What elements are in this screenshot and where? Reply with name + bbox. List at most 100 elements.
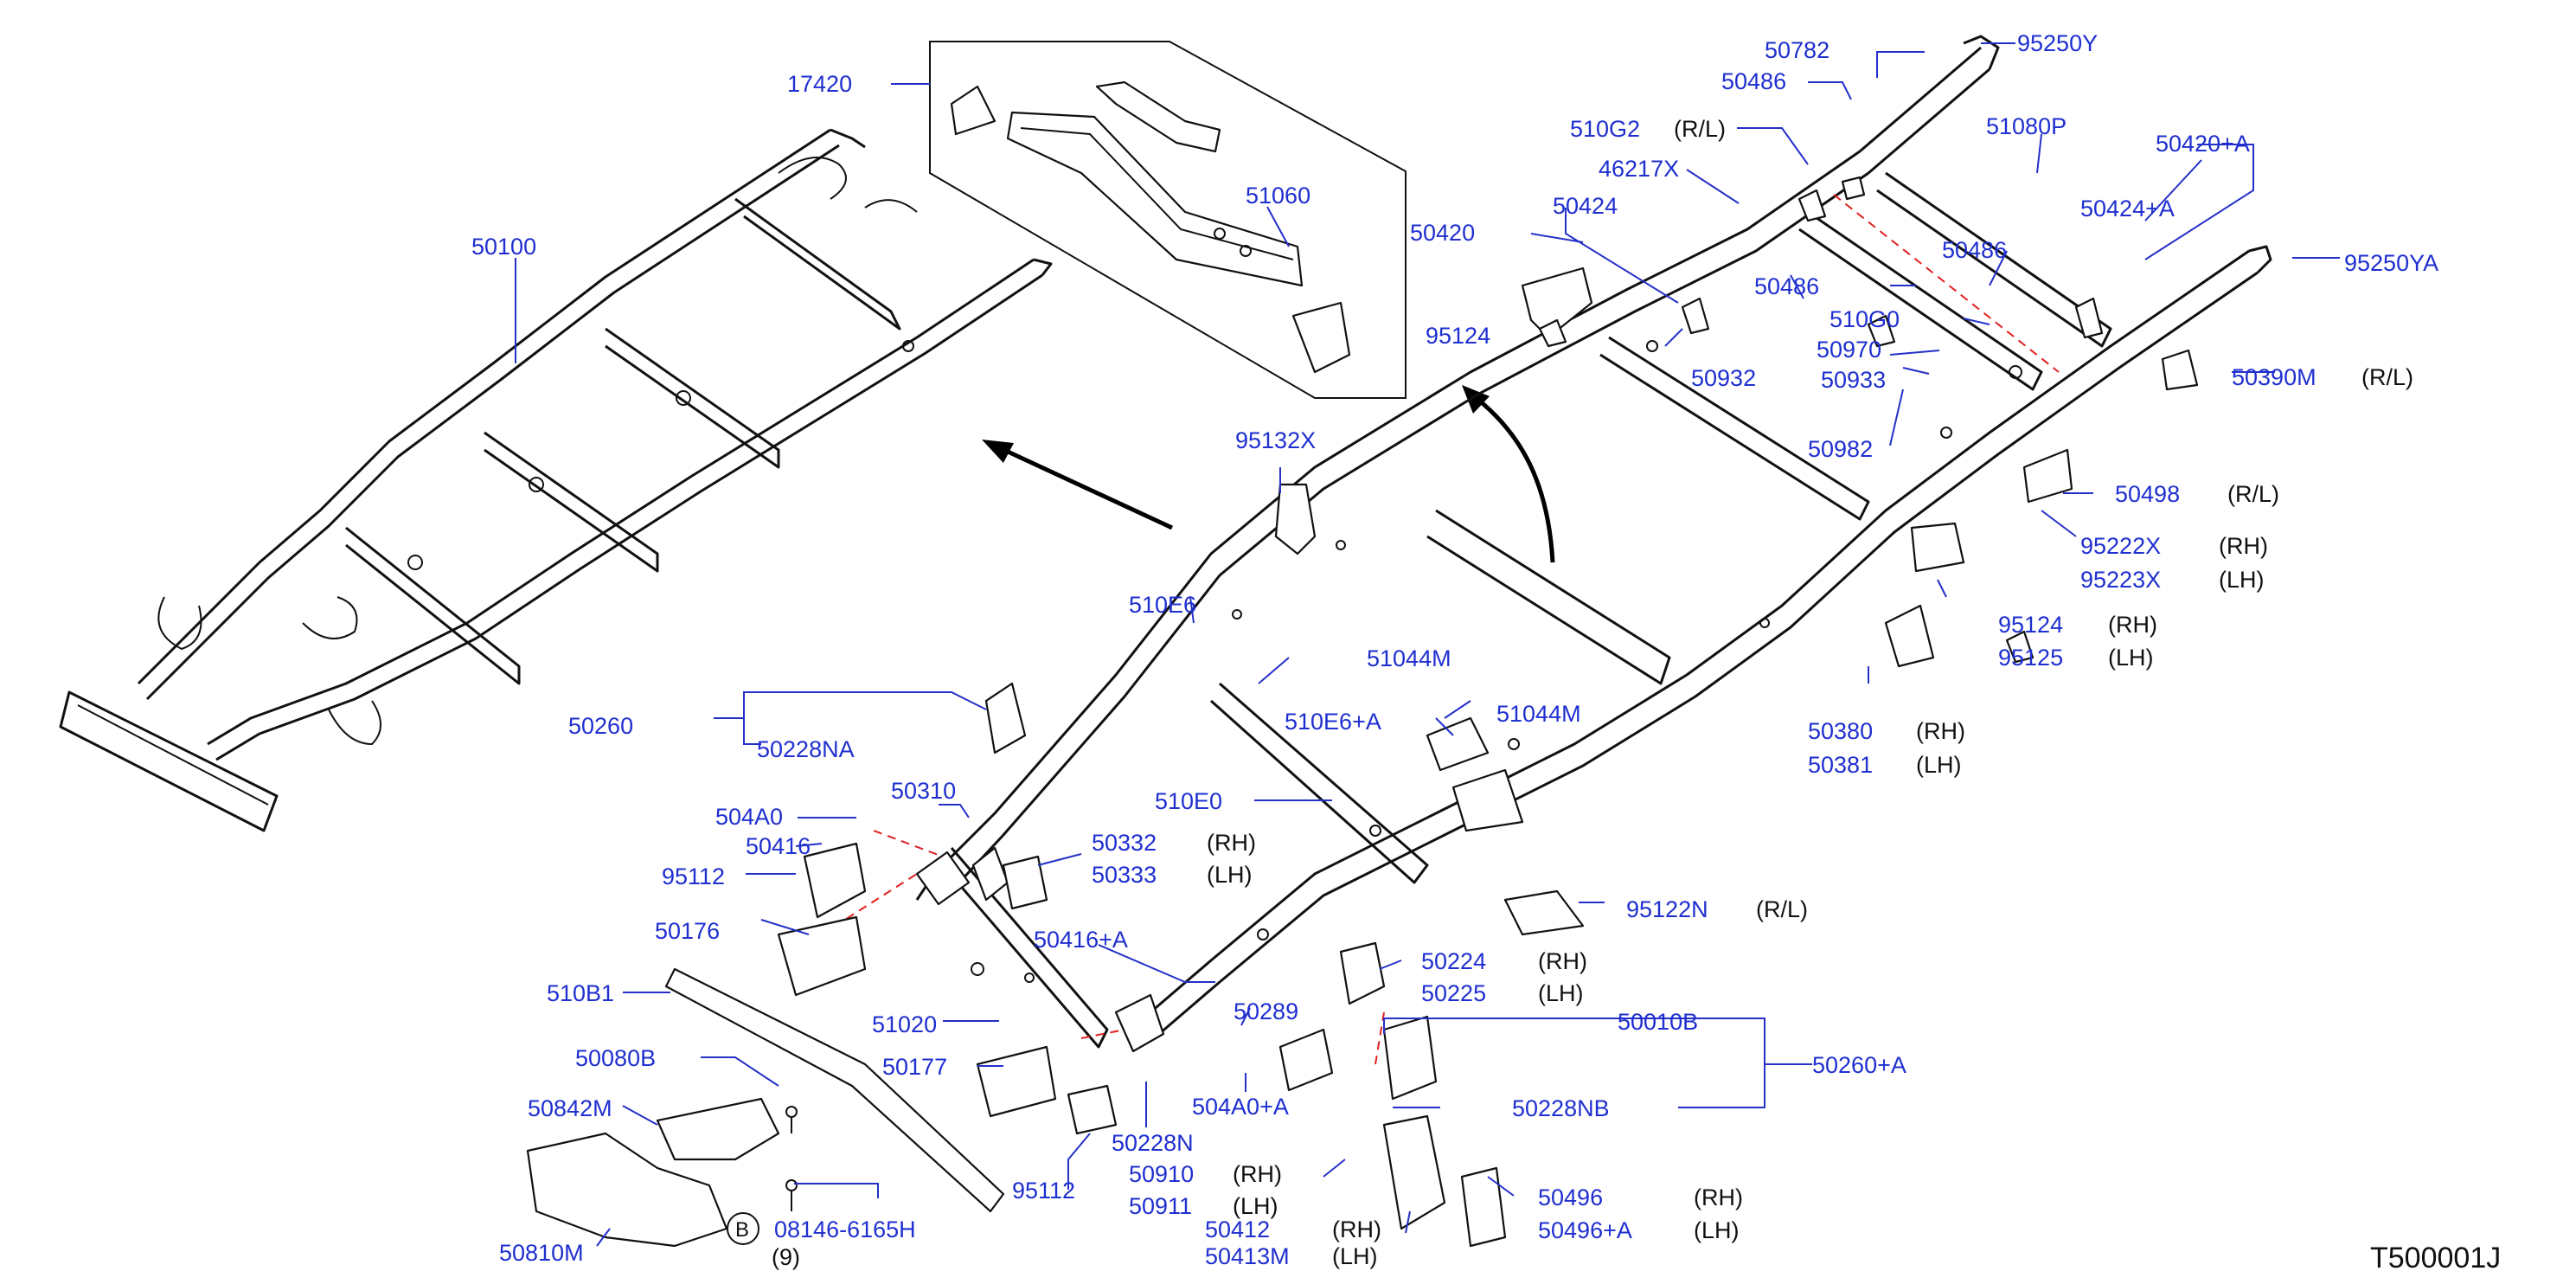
label-46217X: 46217X xyxy=(1599,156,1679,182)
label-50225: 50225 xyxy=(1421,980,1486,1006)
label-95125: 95125 xyxy=(1998,645,2063,671)
label-504A0: 504A0 xyxy=(715,804,783,830)
label-50380: 50380 xyxy=(1808,718,1873,744)
label-50412: 50412 xyxy=(1205,1217,1270,1242)
side-50333: (LH) xyxy=(1207,862,1253,888)
label-50260: 50260 xyxy=(568,713,633,739)
label-50486-b: 50486 xyxy=(1942,237,2007,263)
label-08146-6165H: 08146-6165H xyxy=(774,1217,916,1242)
label-95250YA: 95250YA xyxy=(2344,250,2438,276)
side-510G2: (R/L) xyxy=(1674,116,1726,142)
label-510B1: 510B1 xyxy=(547,980,614,1006)
label-50496A: 50496+A xyxy=(1538,1217,1632,1243)
label-510E0: 510E0 xyxy=(1155,788,1222,814)
label-50381: 50381 xyxy=(1808,752,1873,778)
leader-lines xyxy=(515,42,2340,1247)
side-50413M: (LH) xyxy=(1332,1243,1378,1269)
label-51044M-b: 51044M xyxy=(1496,701,1581,727)
label-50289: 50289 xyxy=(1234,998,1298,1024)
inset-17420 xyxy=(929,41,1407,399)
part-labels: 17420 51060 50100 50782 95250Y 50486 510… xyxy=(471,30,2501,1274)
label-50310: 50310 xyxy=(891,778,956,804)
label-51020: 51020 xyxy=(872,1011,937,1037)
label-50424A: 50424+A xyxy=(2080,196,2175,221)
label-50416A: 50416+A xyxy=(1034,927,1128,953)
label-50416: 50416 xyxy=(746,833,811,859)
label-50496: 50496 xyxy=(1538,1184,1603,1210)
side-50412: (RH) xyxy=(1332,1217,1381,1242)
label-95112-b: 95112 xyxy=(1012,1178,1075,1204)
label-50970: 50970 xyxy=(1817,337,1881,363)
label-50100: 50100 xyxy=(471,234,536,260)
label-95122N: 95122N xyxy=(1626,896,1708,922)
label-51080P: 51080P xyxy=(1986,113,2067,139)
label-95250Y: 95250Y xyxy=(2017,30,2098,56)
label-510E6: 510E6 xyxy=(1129,592,1196,618)
label-95223X: 95223X xyxy=(2080,567,2161,593)
side-95124-b: (RH) xyxy=(2108,612,2157,638)
label-50010B: 50010B xyxy=(1618,1009,1698,1035)
label-50228N: 50228N xyxy=(1112,1130,1194,1156)
fastener-circle-b xyxy=(727,1212,759,1245)
label-50228NB: 50228NB xyxy=(1512,1095,1610,1121)
side-50496A: (LH) xyxy=(1694,1217,1740,1243)
label-50228NA: 50228NA xyxy=(757,736,855,762)
label-51060: 51060 xyxy=(1246,183,1310,209)
label-50260A: 50260+A xyxy=(1812,1052,1906,1078)
label-50333: 50333 xyxy=(1092,862,1157,888)
label-50177: 50177 xyxy=(882,1054,947,1080)
detail-parts xyxy=(526,176,2199,1248)
label-50932: 50932 xyxy=(1691,365,1756,391)
side-50225: (LH) xyxy=(1538,980,1584,1006)
label-50420: 50420 xyxy=(1410,220,1475,246)
side-50380: (RH) xyxy=(1916,718,1965,744)
fastener-marker: B xyxy=(735,1218,749,1242)
label-50332: 50332 xyxy=(1092,830,1157,856)
side-95122N: (R/L) xyxy=(1756,896,1808,922)
direction-arrows xyxy=(982,385,1555,563)
label-50810M: 50810M xyxy=(499,1240,584,1266)
label-510G2: 510G2 xyxy=(1570,116,1640,142)
label-50080B: 50080B xyxy=(575,1045,656,1071)
side-95125: (LH) xyxy=(2108,645,2154,671)
label-95222X: 95222X xyxy=(2080,533,2161,559)
label-50498: 50498 xyxy=(2115,481,2180,507)
label-50420A: 50420+A xyxy=(2156,131,2250,157)
side-95223X: (LH) xyxy=(2219,567,2265,593)
side-50332: (RH) xyxy=(1207,830,1256,856)
label-95112-a: 95112 xyxy=(662,863,725,889)
side-50381: (LH) xyxy=(1916,752,1962,778)
side-50496: (RH) xyxy=(1694,1184,1743,1210)
side-50910: (RH) xyxy=(1233,1161,1282,1187)
label-50911: 50911 xyxy=(1129,1193,1192,1219)
label-50933: 50933 xyxy=(1821,367,1886,393)
label-95124-a: 95124 xyxy=(1426,323,1490,349)
label-510E6A: 510E6+A xyxy=(1285,709,1381,735)
label-50486-a: 50486 xyxy=(1721,68,1786,94)
label-50413M: 50413M xyxy=(1205,1243,1290,1269)
label-95132X: 95132X xyxy=(1235,427,1316,453)
label-50390M: 50390M xyxy=(2232,364,2316,390)
frame-assembly-overview xyxy=(59,128,1053,832)
label-50424: 50424 xyxy=(1553,193,1618,219)
label-51044M-a: 51044M xyxy=(1367,645,1451,671)
diagram-code: T500001J xyxy=(2370,1242,2501,1274)
label-510G0: 510G0 xyxy=(1829,306,1900,332)
label-qty-9: (9) xyxy=(772,1244,800,1270)
label-50842M: 50842M xyxy=(528,1095,612,1121)
side-50911: (LH) xyxy=(1233,1193,1278,1219)
label-17420: 17420 xyxy=(787,71,852,97)
label-50782: 50782 xyxy=(1765,37,1829,63)
side-50390M: (R/L) xyxy=(2361,364,2413,390)
label-95124-b: 95124 xyxy=(1998,612,2063,638)
side-50224: (RH) xyxy=(1538,948,1587,974)
label-50224: 50224 xyxy=(1421,948,1486,974)
label-504A0A: 504A0+A xyxy=(1192,1094,1289,1120)
label-50910: 50910 xyxy=(1129,1161,1194,1187)
side-50498: (R/L) xyxy=(2227,481,2279,507)
side-95222X: (RH) xyxy=(2219,533,2268,559)
label-50176: 50176 xyxy=(655,918,720,944)
label-50982: 50982 xyxy=(1808,436,1873,462)
label-50486-c: 50486 xyxy=(1754,273,1819,299)
